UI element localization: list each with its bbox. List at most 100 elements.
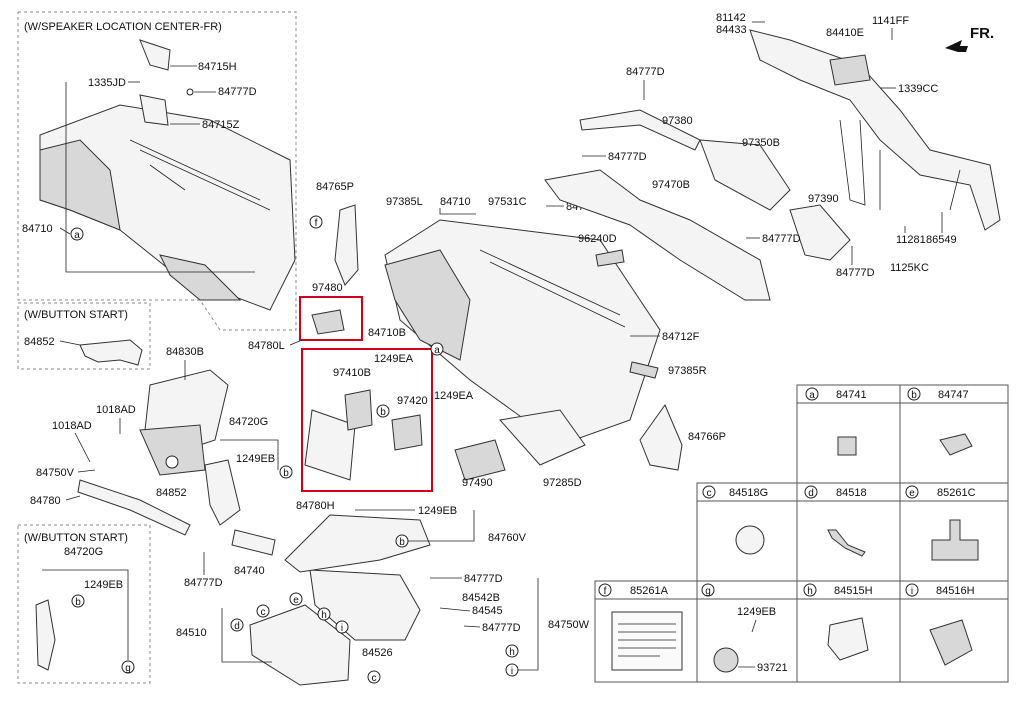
- label-84750W: 84750W: [548, 619, 590, 631]
- bracket-84516H-icon: [929, 619, 973, 666]
- label-84510: 84510: [176, 627, 207, 639]
- sensor-96240D-illustration: [595, 249, 625, 267]
- label-84760V: 84760V: [488, 532, 527, 544]
- front-label: FR.: [970, 25, 994, 42]
- callout-i-glovebox: [335, 620, 349, 634]
- highlight-97480: [299, 296, 363, 341]
- label-97385L: 97385L: [386, 196, 423, 208]
- label-81142: 81142: [716, 12, 746, 24]
- bracket-97285D-illustration: [499, 409, 586, 466]
- button-start-box-2: (W/BUTTON START): [17, 524, 151, 684]
- callout-e-glovebox: [289, 592, 303, 606]
- label-1249EB-c: 1249EB: [418, 505, 457, 517]
- speaker-variant-title: (W/SPEAKER LOCATION CENTER-FR): [24, 21, 222, 33]
- cluster-facia-illustration: [139, 369, 229, 476]
- legend-part-84747: 84747: [938, 389, 969, 401]
- svg-text:a: a: [809, 390, 815, 401]
- grommet-84518G-icon: [735, 525, 765, 555]
- svg-text:e: e: [909, 488, 915, 499]
- label-97470B: 97470B: [652, 179, 690, 191]
- svg-text:f: f: [604, 586, 607, 597]
- label-97490: 97490: [462, 477, 493, 489]
- legend-g-sub-1249EB: 1249EB: [737, 606, 776, 618]
- label-84545: 84545: [472, 605, 503, 617]
- label-97480: 97480: [312, 282, 343, 294]
- label-84780L: 84780L: [248, 340, 285, 352]
- label-1249EB-a: 1249EB: [236, 453, 275, 465]
- label-84410E: 84410E: [826, 27, 864, 39]
- label-1249EB-b: 1249EB: [84, 579, 123, 591]
- front-direction-indicator: FR.: [945, 25, 994, 52]
- button-start-box-1: (W/BUTTON START): [17, 302, 151, 370]
- legend-key-g: [701, 583, 715, 597]
- label-84777D-b: 84777D: [184, 577, 223, 589]
- module-93721-icon: [713, 647, 739, 673]
- label-84766P: 84766P: [688, 431, 726, 443]
- legend-part-84518: 84518: [836, 487, 867, 499]
- svg-text:g: g: [705, 586, 711, 597]
- callout-c-glovebox: [256, 604, 270, 618]
- label-84710B: 84710B: [368, 327, 406, 339]
- side-panel-84720G-illustration: [204, 459, 241, 526]
- front-arrow-icon: [945, 40, 968, 52]
- svg-text:b: b: [911, 390, 917, 401]
- svg-text:i: i: [341, 623, 343, 634]
- legend-part-84518G: 84518G: [729, 487, 768, 499]
- label-1141FF: 1141FF: [872, 15, 909, 27]
- button-start-title-1: (W/BUTTON START): [24, 309, 128, 321]
- svg-text:i: i: [911, 586, 913, 597]
- callout-d-glovebox: [230, 618, 244, 632]
- legend-key-i: [905, 583, 919, 597]
- legend-key-f: [598, 583, 612, 597]
- label-84715H: 84715H: [198, 61, 237, 73]
- label-1018AD-b: 1018AD: [52, 420, 92, 432]
- clip-84741-icon: [837, 436, 857, 456]
- pin-84518-icon: [827, 529, 866, 557]
- legend-key-c: [702, 485, 716, 499]
- label-1249EA-b: 1249EA: [434, 390, 474, 402]
- label-1249EA-a: 1249EA: [374, 353, 414, 365]
- callout-b-fascia: [376, 404, 390, 418]
- label-84777D-h: 84777D: [762, 233, 801, 245]
- callout-h-glovebox: [317, 607, 331, 621]
- svg-text:b: b: [380, 407, 386, 418]
- cowl-crossbar-illustration: [749, 29, 1001, 231]
- svg-text:c: c: [372, 673, 377, 684]
- label-84777D-i: 84777D: [836, 267, 875, 279]
- svg-text:a: a: [74, 230, 80, 241]
- svg-text:f: f: [315, 218, 318, 229]
- label-84765P: 84765P: [316, 181, 354, 193]
- label-1335JD: 1335JD: [88, 77, 126, 89]
- label-97390: 97390: [808, 193, 839, 205]
- legend-part-84516H: 84516H: [936, 585, 975, 597]
- svg-text:b: b: [283, 468, 289, 479]
- label-84720G: 84720G: [229, 416, 268, 428]
- bracket-84515H-icon: [827, 617, 869, 661]
- legend-key-b: [907, 387, 921, 401]
- label-84526: 84526: [362, 647, 393, 659]
- label-84542B: 84542B: [462, 592, 500, 604]
- left-crash-pad-illustration: [39, 39, 296, 311]
- label-84777D-a: 84777D: [218, 86, 257, 98]
- speaker-variant-box: (W/SPEAKER LOCATION CENTER-FR): [17, 11, 297, 331]
- callout-h-right: [505, 644, 519, 658]
- label-84715Z: 84715Z: [202, 119, 240, 131]
- label-84777D-d: 84777D: [482, 622, 521, 634]
- label-sticker-85261A-icon: [611, 611, 683, 671]
- lower-trim-84750V-illustration: [77, 479, 191, 536]
- side-vent-97480-illustration: [311, 309, 345, 335]
- vent-97490-illustration: [454, 439, 506, 481]
- svg-text:d: d: [234, 621, 240, 632]
- center-fascia-illustration: [304, 389, 423, 481]
- highlight-center-fascia: [301, 348, 433, 492]
- side-panel-variant-illustration: [35, 599, 56, 671]
- label-97380: 97380: [662, 115, 693, 127]
- svg-text:c: c: [261, 607, 266, 618]
- legend-key-a: [805, 387, 819, 401]
- legend-part-84515H: 84515H: [834, 585, 873, 597]
- start-button-bezel-illustration: [79, 339, 143, 366]
- side-cover-84766P-illustration: [639, 403, 683, 471]
- legend-part-85261A: 85261A: [630, 585, 669, 597]
- label-1339CC: 1339CC: [898, 83, 938, 95]
